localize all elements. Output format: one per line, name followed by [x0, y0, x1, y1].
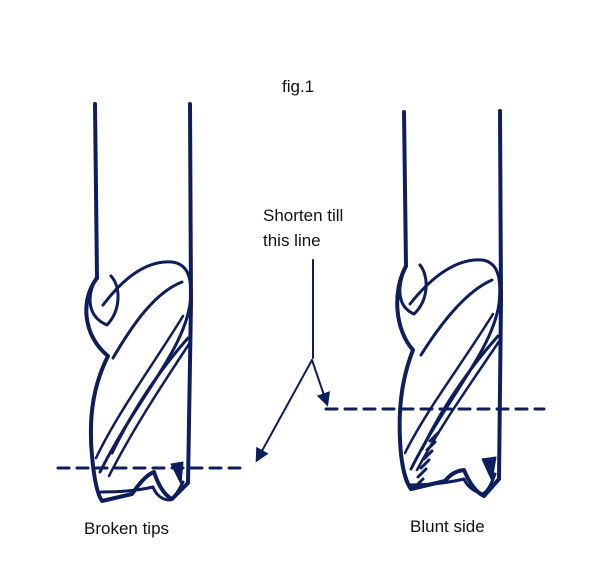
left-caption: Broken tips [84, 519, 170, 538]
right-inner-spiral-a [419, 278, 500, 451]
right-inner-spiral-b [403, 312, 502, 472]
right-shank-left-edge [402, 110, 408, 268]
right-end-mill [395, 109, 503, 498]
right-blunt-side-hatching [414, 431, 440, 488]
right-tip-shadow [481, 456, 497, 482]
left-tip-shadow [170, 461, 184, 485]
left-end-mill [84, 102, 193, 503]
left-tip-edge [99, 480, 185, 502]
shortening-guides [56, 259, 546, 470]
left-flute-curl [88, 274, 120, 327]
right-flute-curl [398, 263, 428, 316]
instruction-line-1: Shorten till [263, 206, 344, 225]
right-flute-outline [395, 264, 503, 498]
figure-title: fig.1 [282, 77, 315, 96]
left-main-spiral [98, 260, 193, 474]
left-inner-spiral-a [110, 280, 190, 455]
right-caption: Blunt side [410, 517, 485, 536]
left-inner-spiral-b [94, 314, 193, 478]
right-main-spiral [408, 258, 502, 471]
right-shank-right-edge [498, 109, 503, 302]
right-tip-edge [407, 472, 497, 496]
left-flute-outline [84, 276, 193, 503]
left-pointer-arrow [255, 359, 313, 463]
left-shank-right-edge [188, 102, 193, 304]
right-pointer-arrow [311, 359, 331, 407]
left-shank-left-edge [93, 102, 99, 280]
instruction-line-2: this line [263, 231, 321, 250]
